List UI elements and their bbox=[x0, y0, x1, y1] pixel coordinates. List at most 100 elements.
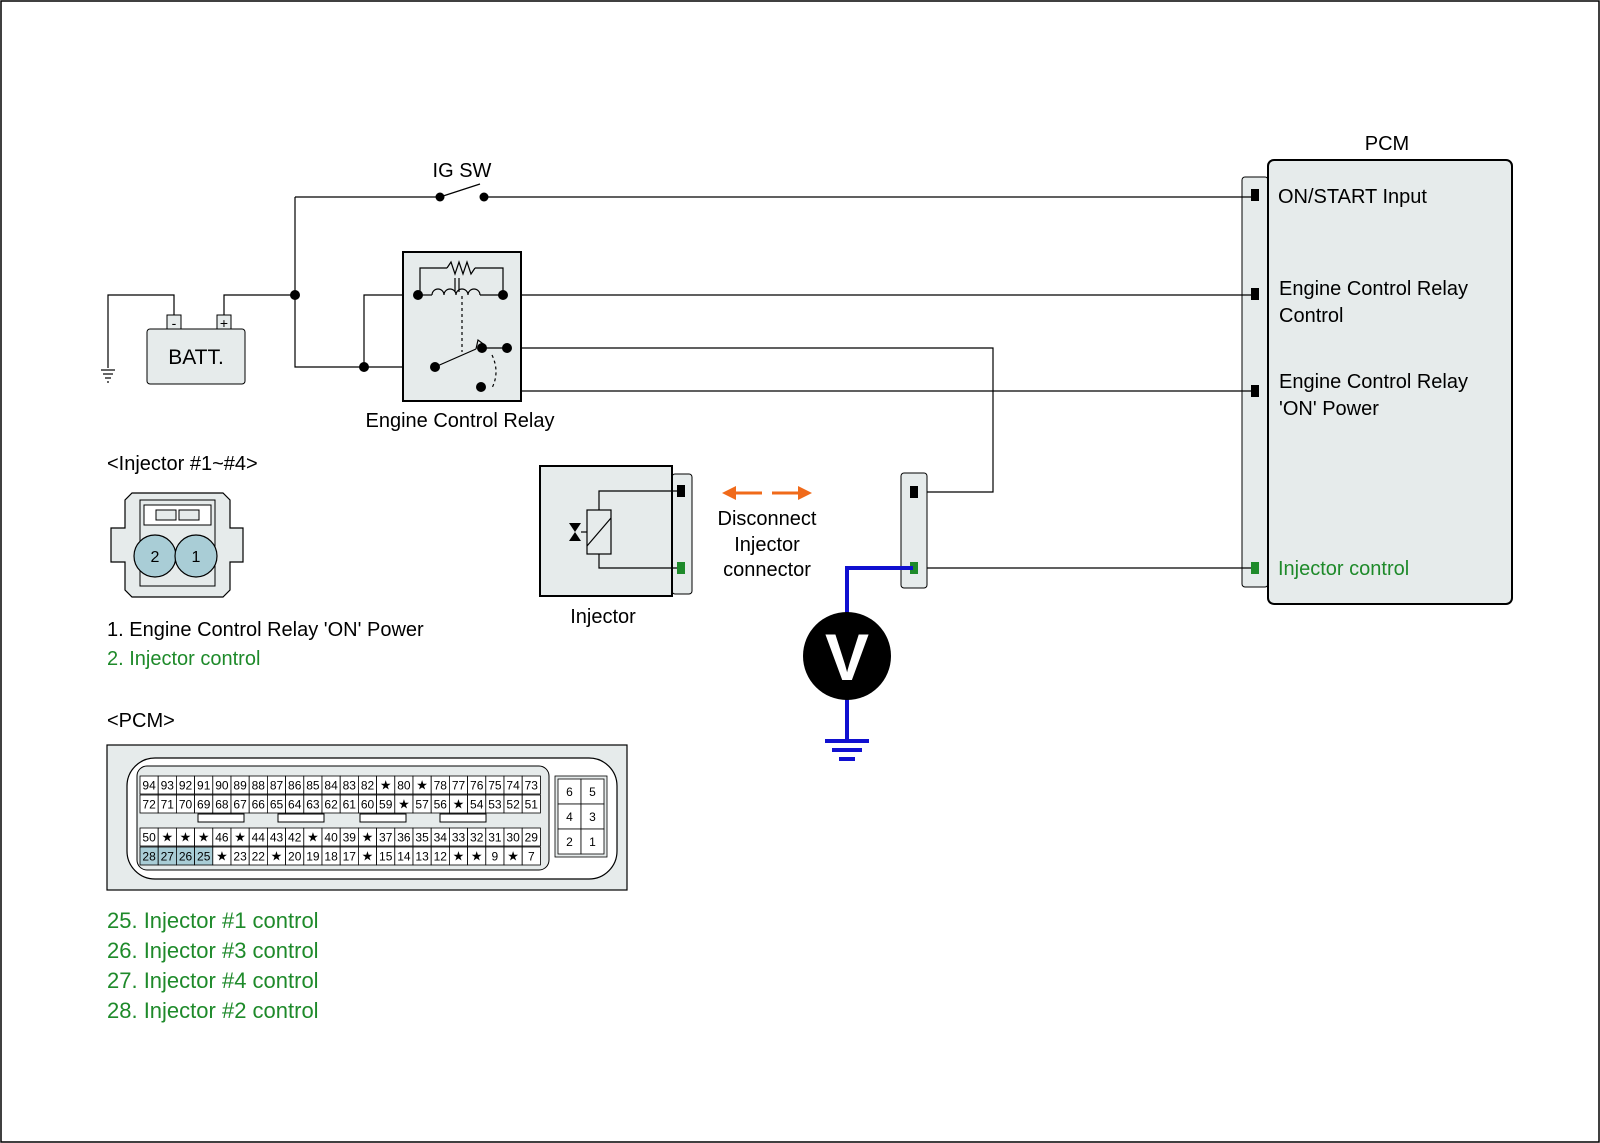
disconnect-arrows-icon bbox=[722, 486, 812, 500]
pcm-pin-number: 31 bbox=[488, 831, 502, 845]
pcm-pin-number: 91 bbox=[197, 779, 211, 793]
pcm-pin-number: 27 bbox=[161, 850, 175, 864]
pcm-pin-number: 75 bbox=[488, 779, 502, 793]
pcm-pin-number: 25 bbox=[197, 850, 211, 864]
meter-ground-icon bbox=[825, 739, 869, 761]
pcm-pin-number: 18 bbox=[324, 850, 338, 864]
injector-pin-number: 2 bbox=[151, 549, 160, 566]
pcm-pin-number: 33 bbox=[452, 831, 466, 845]
pcm-pin-number: 76 bbox=[470, 779, 484, 793]
pcm-pin-number: 32 bbox=[470, 831, 484, 845]
harness-pin-terminal bbox=[910, 562, 918, 574]
pcm-pin-number: 85 bbox=[306, 779, 320, 793]
pcm-pin-number: 37 bbox=[379, 831, 393, 845]
relay-terminal bbox=[477, 343, 487, 353]
pcm-pin-number: 22 bbox=[252, 850, 266, 864]
relay-terminal bbox=[430, 362, 440, 372]
pcm-pin-number: 67 bbox=[233, 798, 247, 812]
pcm-pin-number: ★ bbox=[216, 849, 228, 864]
pcm-pin-terminal bbox=[1251, 385, 1259, 397]
pcm-small-pin-number: 6 bbox=[566, 785, 573, 799]
pcm-pin-number: ★ bbox=[362, 830, 374, 845]
pcm-key-slot bbox=[359, 813, 407, 823]
pcm-pin-cell bbox=[521, 775, 541, 795]
pcm-pin-number: 93 bbox=[161, 779, 175, 793]
pcm-pin-number: 19 bbox=[306, 850, 320, 864]
pcm-pin-number: 13 bbox=[415, 850, 429, 864]
voltmeter-symbol: V bbox=[825, 620, 869, 694]
injector-pin-terminal bbox=[677, 485, 685, 497]
pcm-pin-number: 30 bbox=[506, 831, 520, 845]
pcm-small-pin-number: 2 bbox=[566, 835, 573, 849]
pcm-pin-number: 88 bbox=[252, 779, 266, 793]
pcm-pin-number: 63 bbox=[306, 798, 320, 812]
valve-icon bbox=[569, 523, 581, 532]
pcm-pin-number: 26 bbox=[179, 850, 193, 864]
disconnect-note: Disconnect bbox=[718, 508, 817, 530]
pcm-pin-cell bbox=[521, 827, 541, 847]
pcm-pin-number: 90 bbox=[215, 779, 229, 793]
pcm-legend-item: 28. Injector #2 control bbox=[107, 998, 319, 1023]
pcm-pin-terminal bbox=[1251, 189, 1259, 201]
pcm-pin-number: 62 bbox=[324, 798, 338, 812]
battery-neg-sign: - bbox=[172, 315, 177, 331]
pcm-pin-number: 40 bbox=[324, 831, 338, 845]
pcm-key-slot bbox=[439, 813, 487, 823]
pcm-legend-item: 27. Injector #4 control bbox=[107, 968, 319, 993]
pcm-pin-number: 39 bbox=[343, 831, 357, 845]
ig-switch-contact bbox=[435, 192, 445, 202]
pcm-pin-number: 34 bbox=[434, 831, 448, 845]
ig-switch-contact bbox=[479, 192, 489, 202]
pcm-pin-label-injector-control: Injector control bbox=[1278, 558, 1409, 580]
latch-slot bbox=[155, 509, 177, 521]
pcm-pin-label-relay-control: Engine Control Relay bbox=[1279, 278, 1468, 300]
relay-label: Engine Control Relay bbox=[366, 410, 555, 432]
pcm-pin-number: 65 bbox=[270, 798, 284, 812]
pcm-small-pin-number: 4 bbox=[566, 810, 573, 824]
pcm-pin-number: ★ bbox=[271, 849, 283, 864]
meter-lead bbox=[845, 566, 913, 616]
pcm-pin-number: 52 bbox=[506, 798, 520, 812]
pcm-small-pin-number: 3 bbox=[589, 810, 596, 824]
pcm-pin-number: 29 bbox=[525, 831, 539, 845]
pcm-pin-number: 28 bbox=[142, 850, 156, 864]
ig-sw-label: IG SW bbox=[433, 160, 492, 182]
pcm-pin-number: 86 bbox=[288, 779, 302, 793]
pcm-pin-number: 64 bbox=[288, 798, 302, 812]
wire-junction bbox=[290, 290, 300, 300]
voltmeter-icon bbox=[803, 612, 891, 700]
pcm-pin-number: 56 bbox=[434, 798, 448, 812]
pcm-pin-cell bbox=[521, 846, 541, 866]
pcm-pin-number: 14 bbox=[397, 850, 411, 864]
pcm-pin-number: 15 bbox=[379, 850, 393, 864]
pcm-pin-number: ★ bbox=[234, 830, 246, 845]
pcm-pin-number: ★ bbox=[362, 849, 374, 864]
pcm-pin-number: ★ bbox=[161, 830, 173, 845]
disconnect-note: Injector bbox=[734, 534, 800, 556]
latch-slot bbox=[178, 509, 200, 521]
pcm-pin-number: 23 bbox=[233, 850, 247, 864]
pcm-title: PCM bbox=[1365, 133, 1409, 155]
pcm-pin-number: 61 bbox=[343, 798, 357, 812]
injector-connector-latch bbox=[143, 504, 212, 526]
pcm-pin-number: 87 bbox=[270, 779, 284, 793]
pcm-pin-number: 89 bbox=[233, 779, 247, 793]
pcm-pin-number: 78 bbox=[434, 779, 448, 793]
pcm-pin-terminal bbox=[1251, 288, 1259, 300]
injector-legend-item: 2. Injector control bbox=[107, 648, 260, 670]
pcm-pin-number: 82 bbox=[361, 779, 375, 793]
pcm-pin-label-relay-control: Control bbox=[1279, 305, 1343, 327]
pcm-pin-number: ★ bbox=[398, 797, 410, 812]
pcm-pin-number: ★ bbox=[380, 778, 392, 793]
pcm-pin-number: ★ bbox=[180, 830, 192, 845]
pcm-pin-number: 42 bbox=[288, 831, 302, 845]
solenoid-icon bbox=[581, 490, 677, 569]
pcm-pin-number: 72 bbox=[142, 798, 156, 812]
pcm-pin-number: ★ bbox=[471, 849, 483, 864]
pcm-pin-number: 80 bbox=[397, 779, 411, 793]
relay-terminal bbox=[413, 290, 423, 300]
